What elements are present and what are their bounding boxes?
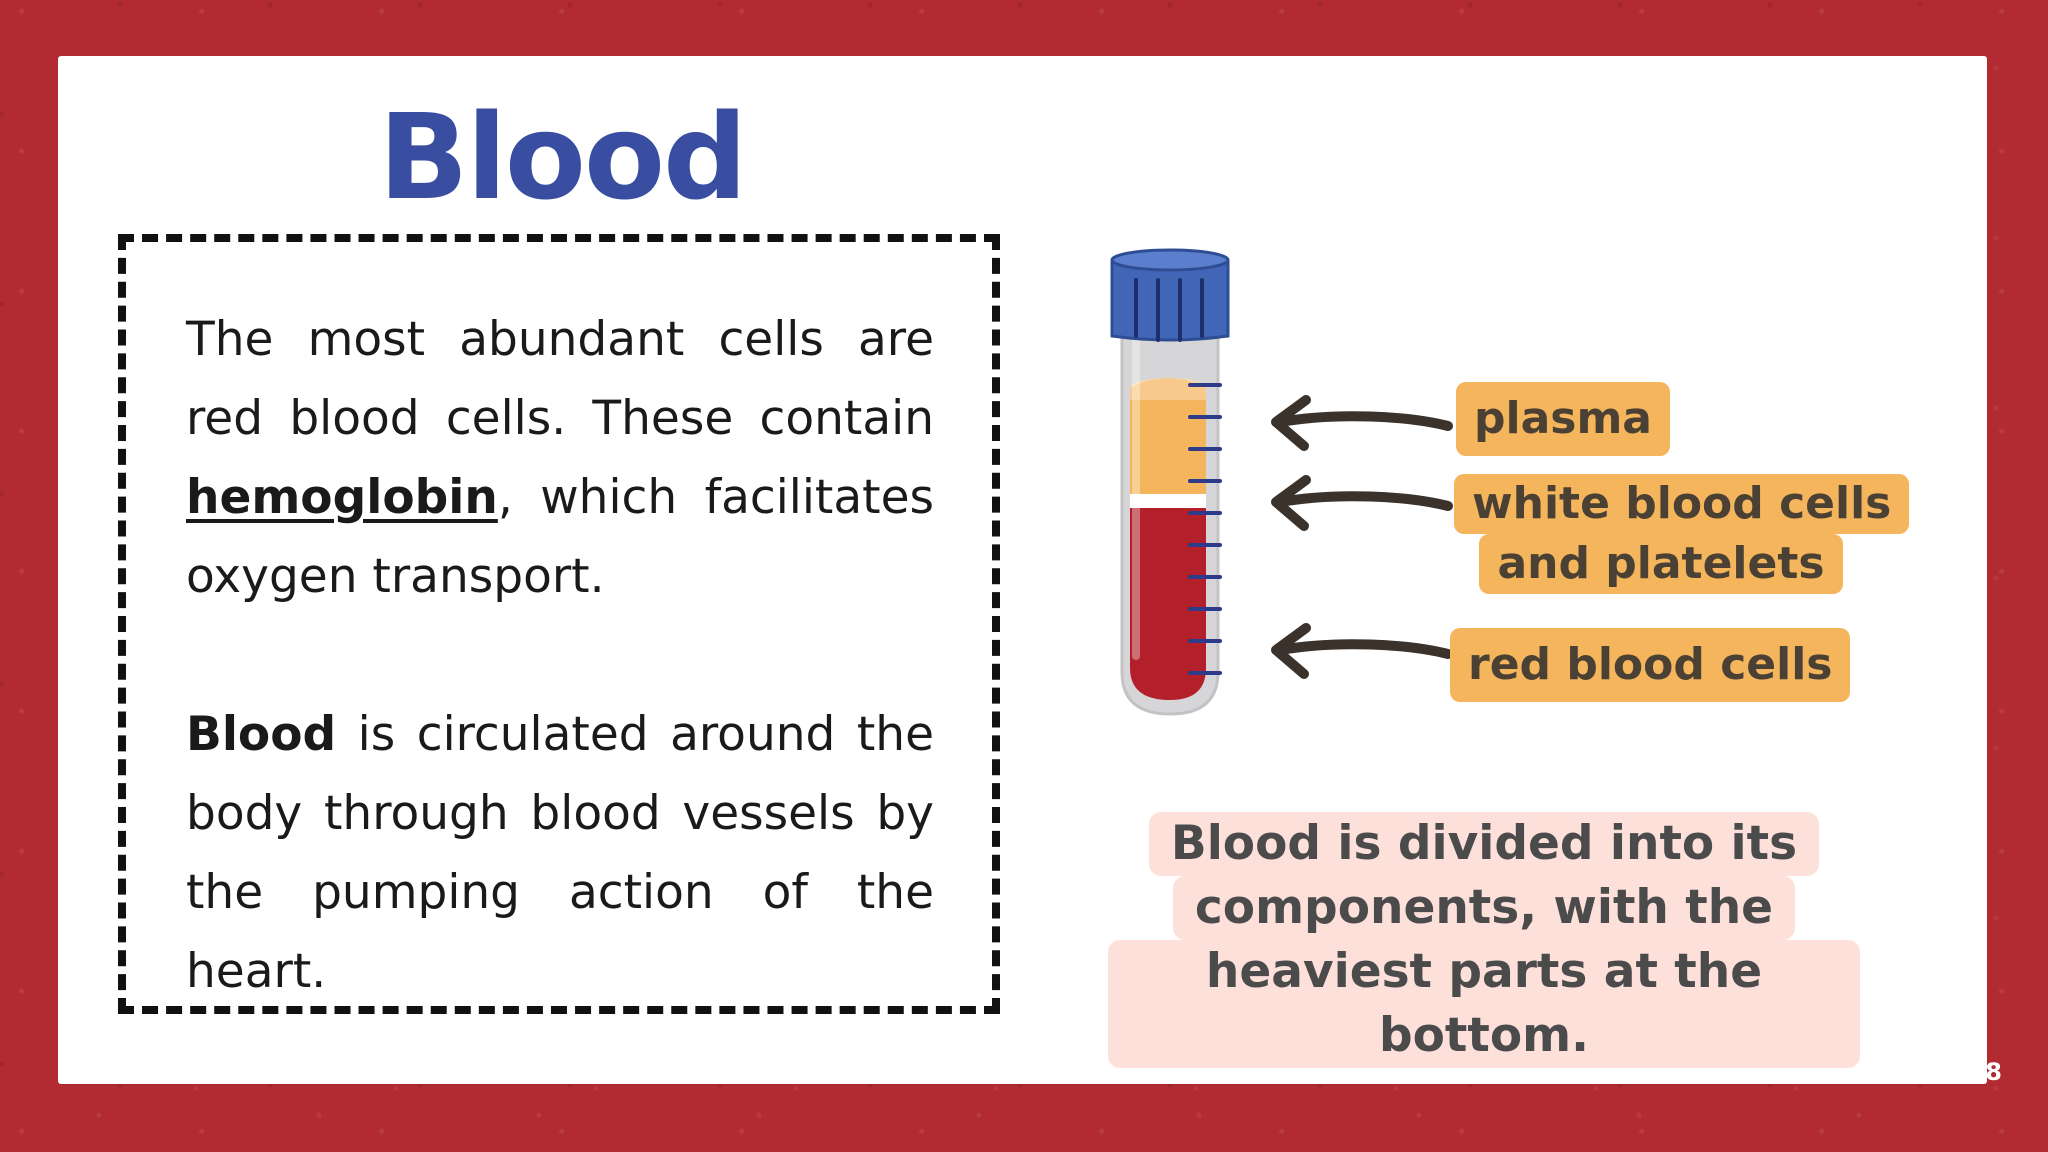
blood-keyword: Blood xyxy=(186,707,337,762)
white-blood-cells-label: white blood cells and platelets xyxy=(1454,474,1910,594)
caption-line3: heaviest parts at the bottom. xyxy=(1108,940,1860,1068)
white-blood-cells-label-line1: white blood cells xyxy=(1454,474,1910,534)
cap-top xyxy=(1110,248,1230,272)
caption-line2: components, with the xyxy=(1172,876,1796,940)
slide-title: Blood xyxy=(378,88,748,226)
arrow-left-icon xyxy=(1271,475,1453,531)
hemoglobin-keyword: hemoglobin xyxy=(186,470,498,525)
tube-highlight xyxy=(1132,330,1140,660)
test-tube-icon xyxy=(1110,248,1230,716)
red-blood-cells-label: red blood cells xyxy=(1450,628,1851,702)
text-box-content: The most abundant cells are red blood ce… xyxy=(186,300,934,1011)
white-blood-cells-label-line2: and platelets xyxy=(1479,534,1843,594)
paragraph1-text-end: , which facilitates oxygen transport. xyxy=(186,470,934,604)
plasma-top xyxy=(1130,378,1206,400)
paragraph-hemoglobin: The most abundant cells are red blood ce… xyxy=(186,300,934,616)
paragraph-circulation: Blood is circulated around the body thro… xyxy=(186,695,934,1011)
dashed-text-box xyxy=(118,234,1000,1014)
arrow-left-icon xyxy=(1271,623,1453,679)
measurement-ticks xyxy=(1188,383,1222,675)
plasma-layer xyxy=(1130,388,1206,494)
arrow-left-icon xyxy=(1271,395,1453,451)
buffy-coat-layer xyxy=(1130,494,1206,508)
paragraph1-text-start: The most abundant cells are red blood ce… xyxy=(186,312,934,446)
caption-line1: Blood is divided into its xyxy=(1148,812,1820,876)
paragraph2-text: is circulated around the body through bl… xyxy=(186,707,934,999)
red-blood-layer xyxy=(1130,508,1206,700)
plasma-label: plasma xyxy=(1456,382,1670,456)
page-number: 28 xyxy=(1968,1058,2002,1086)
diagram-caption: Blood is divided into its components, wi… xyxy=(1108,812,1860,1068)
cap-ridges xyxy=(1134,278,1204,342)
